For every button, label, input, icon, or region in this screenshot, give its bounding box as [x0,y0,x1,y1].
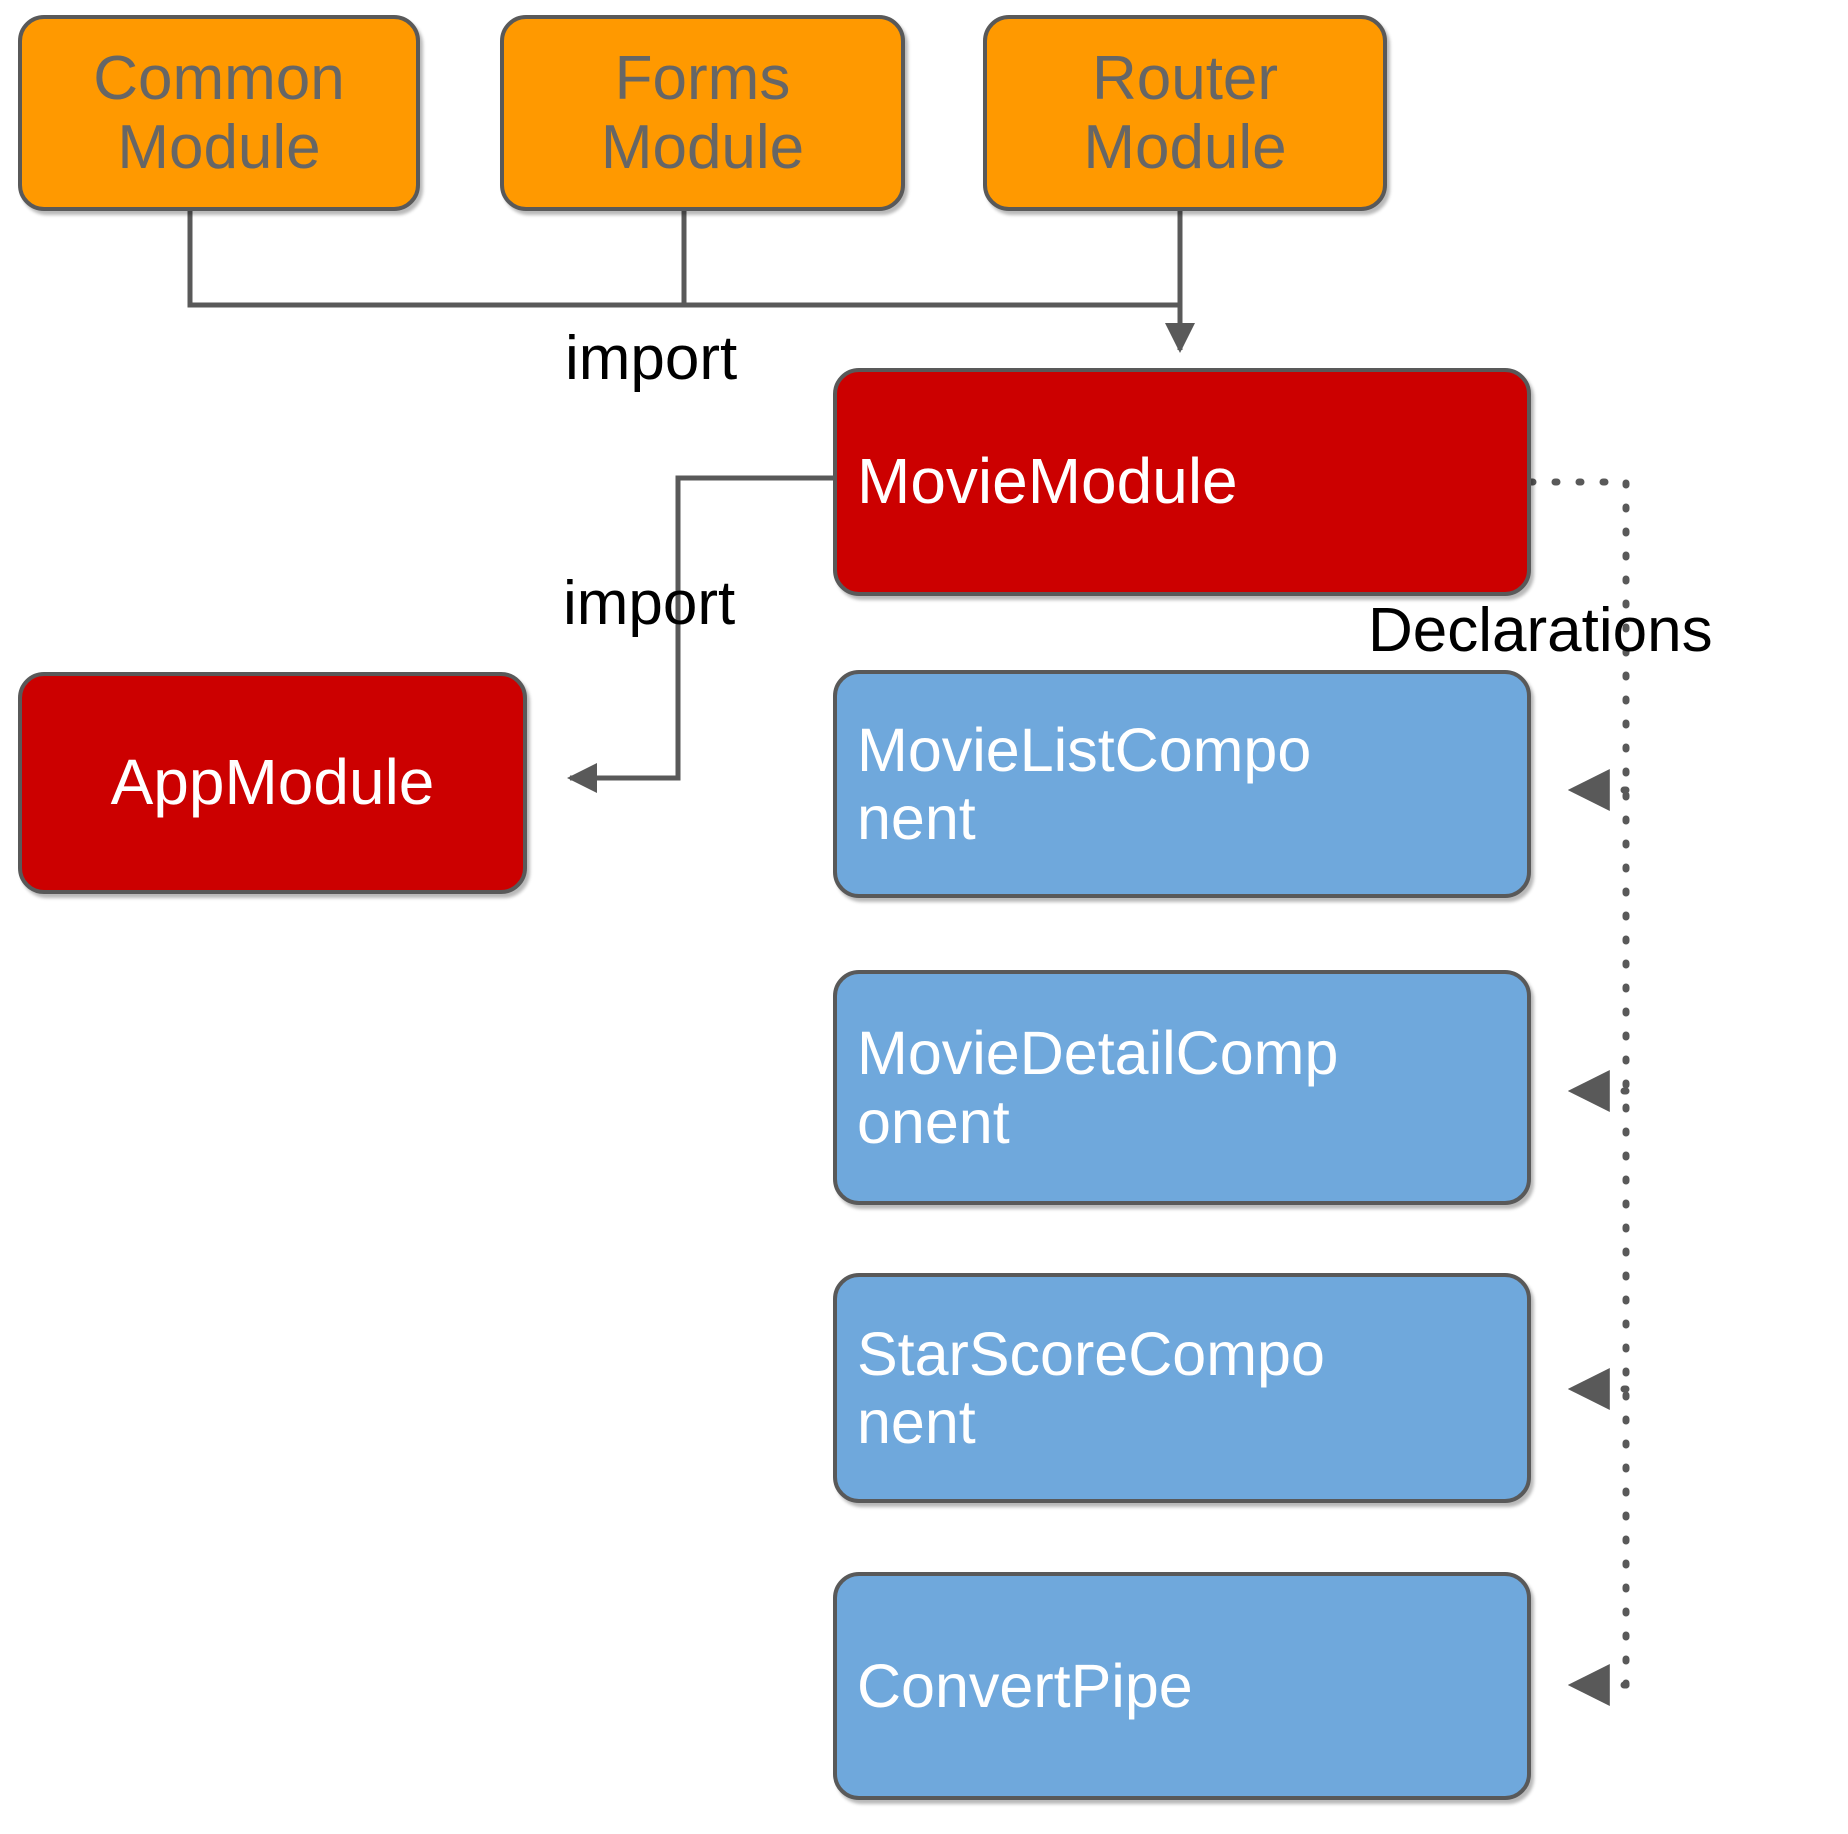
node-label: AppModule [110,746,435,819]
node-label: StarScoreCompo nent [857,1319,1325,1456]
node-forms-module[interactable]: Forms Module [500,15,905,211]
edge-label-import-app: import [563,569,736,638]
node-star-score-component[interactable]: StarScoreCompo nent [833,1273,1531,1503]
node-app-module[interactable]: AppModule [18,672,527,894]
node-router-module[interactable]: Router Module [983,15,1387,211]
edge-label-declarations: Declarations [1368,596,1713,665]
node-label: MovieListCompo nent [857,715,1312,852]
node-movie-module[interactable]: MovieModule [833,368,1531,596]
node-movie-list-component[interactable]: MovieListCompo nent [833,670,1531,898]
node-movie-detail-component[interactable]: MovieDetailComp onent [833,970,1531,1205]
node-label: ConvertPipe [857,1651,1193,1720]
node-label: Common Module [93,43,345,182]
node-label: Router Module [1083,43,1287,182]
node-convert-pipe[interactable]: ConvertPipe [833,1572,1531,1800]
node-label: MovieDetailComp onent [857,1019,1339,1156]
edge-label-import-modules: import [565,324,738,393]
node-label: MovieModule [857,445,1238,518]
node-common-module[interactable]: Common Module [18,15,420,211]
node-label: Forms Module [600,43,805,182]
